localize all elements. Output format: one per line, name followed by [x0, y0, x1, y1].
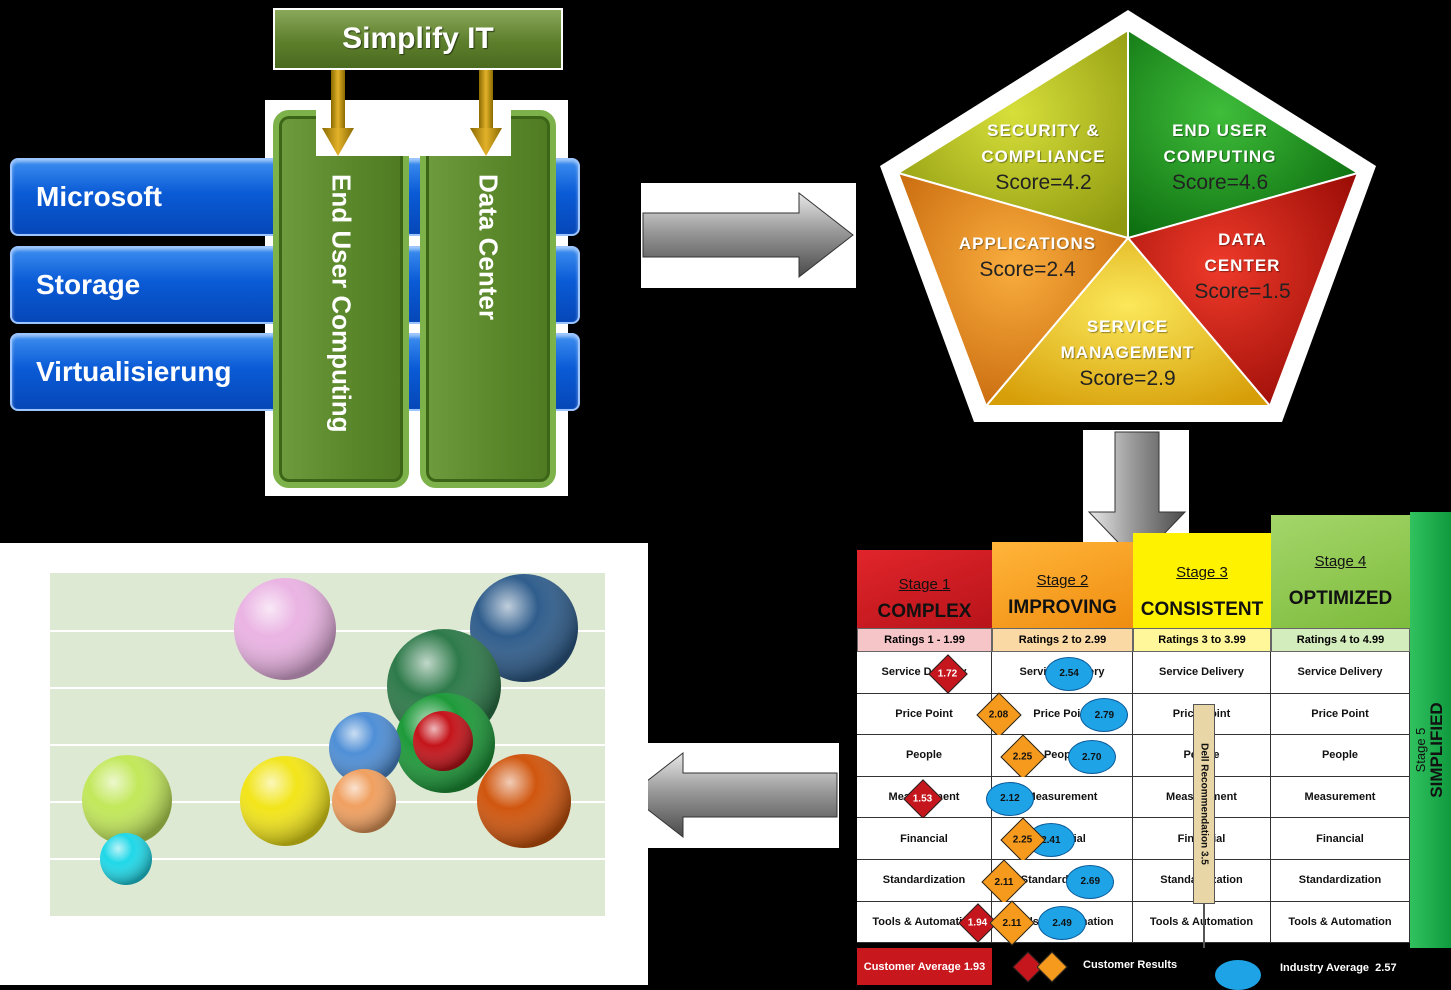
segment-name: SERVICE MANAGEMENT [1060, 317, 1195, 362]
industry-score-marker: 2.70 [1067, 740, 1116, 774]
bubble-sheen [82, 755, 172, 845]
stage-5-label: Stage 5 SIMPLIFIED [1410, 690, 1451, 810]
bubble-sheen [332, 769, 396, 833]
industry-circle-icon [1215, 960, 1261, 990]
stage-number: Stage 1 [898, 576, 951, 593]
rating-range: Ratings 2 to 2.99 [992, 628, 1133, 652]
right-arrow-icon [642, 191, 854, 279]
bubble-sheen [100, 833, 152, 885]
matrix-cell: Service Delivery [857, 652, 992, 694]
recommendation-label: Dell Recommendation 3.5 [1198, 743, 1210, 865]
recommendation-bar: Dell Recommendation 3.5 [1193, 704, 1215, 904]
segment-label-data-center: DATA CENTER Score=1.5 [1180, 227, 1305, 305]
bubble-sheen [413, 711, 473, 771]
bar-label: Microsoft [36, 181, 162, 212]
down-arrow-icon [322, 70, 354, 156]
industry-score-marker: 2.12 [985, 781, 1034, 816]
stage-number: Stage 4 [1314, 553, 1367, 570]
segment-score: Score=2.9 [1079, 367, 1176, 390]
stage-number: Stage 2 [1036, 572, 1089, 589]
bubble-sheen [234, 578, 336, 680]
matrix-cell: Standardization [1271, 860, 1410, 902]
segment-score: Score=4.6 [1171, 171, 1269, 194]
column-label: End User Computing [326, 174, 357, 433]
matrix-cell: Price Point [857, 693, 992, 736]
industry-score-marker: 2.79 [1080, 698, 1129, 733]
matrix-cell: Financial [857, 818, 992, 860]
stage-name: OPTIMIZED [1288, 588, 1393, 609]
stage-5-column [1410, 512, 1451, 948]
column-end-user-computing: End User Computing [273, 110, 409, 488]
matrix-cell: Tools & Automation [1133, 901, 1271, 944]
bubble-sheen [470, 574, 578, 682]
arrow-panel-top [641, 183, 856, 288]
segment-name: END USER COMPUTING [1163, 121, 1277, 166]
bubble-sheen [329, 712, 401, 784]
matrix-cell: Service Delivery [1271, 652, 1410, 694]
stage-label: Stage 3 CONSISTENT [1133, 564, 1271, 621]
rating-range: Ratings 1 - 1.99 [857, 628, 992, 652]
stage-number: Stage 5 [1413, 727, 1428, 773]
customer-score-value: 1.53 [912, 793, 933, 805]
customer-score-value: 1.94 [968, 917, 988, 929]
industry-average-label: Industry Average 2.57 [1280, 962, 1397, 974]
matrix-cell: Price Point [1271, 693, 1410, 736]
rating-range: Ratings 4 to 4.99 [1271, 628, 1410, 652]
customer-results-label: Customer Results [1083, 959, 1178, 971]
bar-label: Virtualisierung [36, 356, 232, 387]
segment-name: DATA CENTER [1204, 230, 1281, 275]
stage-name: IMPROVING [1008, 597, 1117, 618]
matrix-cell: Standardization [857, 860, 992, 902]
down-arrow-icon [470, 70, 502, 156]
segment-applications [896, 171, 1130, 408]
legend-bar: Customer Average 1.93 Customer Results I… [857, 948, 1451, 990]
segment-label-security: SECURITY & COMPLIANCE Score=4.2 [956, 118, 1131, 196]
matrix-cell: People [1271, 735, 1410, 777]
customer-score-value: 2.08 [989, 709, 1009, 721]
segment-label-euc: END USER COMPUTING Score=4.6 [1140, 118, 1300, 196]
segment-score: Score=1.5 [1194, 280, 1291, 303]
matrix-cell: People [857, 735, 992, 777]
stage-label: Stage 4 OPTIMIZED [1271, 553, 1410, 610]
stage-number: Stage 3 [1176, 564, 1228, 581]
stage-name: COMPLEX [877, 601, 972, 622]
simplify-it-title: Simplify IT [273, 8, 563, 70]
recommendation-line [1203, 904, 1205, 948]
matrix-cell: Measurement [1271, 776, 1410, 819]
matrix-cell: Service Delivery [1133, 652, 1271, 694]
bubble-chart [50, 573, 605, 916]
stage-label: Stage 1 COMPLEX [857, 576, 992, 623]
segment-score: Score=4.2 [995, 171, 1092, 194]
customer-score-value: 2.25 [1013, 751, 1033, 763]
arrow-panel-left [627, 743, 839, 848]
customer-score-value: 2.25 [1013, 834, 1033, 846]
customer-score-value: 2.11 [994, 876, 1013, 888]
matrix-cell: Financial [1271, 818, 1410, 860]
customer-average: Customer Average 1.93 [857, 948, 992, 985]
rating-range: Ratings 3 to 3.99 [1133, 628, 1271, 652]
stage-label: Stage 2 IMPROVING [992, 572, 1133, 619]
matrix-cell: Tools & Automation [1271, 901, 1410, 944]
bubble-sheen [477, 754, 571, 848]
left-arrow-icon [628, 751, 838, 839]
segment-label-service: SERVICE MANAGEMENT Score=2.9 [1040, 314, 1215, 392]
segment-name: SECURITY & COMPLIANCE [981, 121, 1106, 166]
segment-score: Score=2.4 [979, 258, 1076, 281]
bar-label: Storage [36, 269, 141, 300]
column-data-center: Data Center [420, 110, 556, 488]
industry-score-marker: 2.69 [1066, 864, 1115, 899]
customer-score-value: 1.72 [938, 668, 958, 680]
segment-name: APPLICATIONS [958, 234, 1097, 253]
pentagon-diagram [880, 10, 1376, 422]
customer-score-value: 2.11 [1002, 917, 1022, 929]
industry-score-marker: 2.49 [1038, 906, 1087, 941]
bubble-chart-panel [0, 543, 648, 985]
stage-name: CONSISTENT [1140, 599, 1264, 620]
bubble-sheen [240, 756, 330, 846]
column-label: Data Center [473, 174, 504, 320]
segment-label-applications: APPLICATIONS Score=2.4 [940, 231, 1115, 283]
industry-score-marker: 2.54 [1045, 656, 1094, 691]
stage-name: SIMPLIFIED [1427, 702, 1446, 798]
customer-diamond-icon [1036, 951, 1068, 983]
